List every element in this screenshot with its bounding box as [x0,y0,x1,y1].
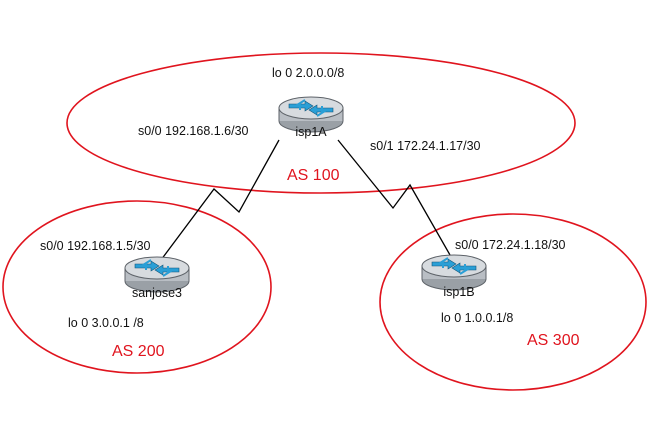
interface-label-isp1A-s01: s0/1 172.24.1.17/30 [370,139,481,153]
loopback-label-isp1B: lo 0 1.0.0.1/8 [441,311,513,325]
link-isp1A-sanjose3 [154,139,280,269]
as100-label: AS 100 [287,167,340,184]
router-isp1B[interactable] [421,254,487,291]
interface-label-isp1B-s00: s0/0 172.24.1.18/30 [455,238,566,252]
interface-label-isp1A-s00: s0/0 192.168.1.6/30 [138,124,249,138]
router-name-isp1B: isp1B [443,285,474,299]
as200-boundary [2,200,272,374]
as300-boundary [379,213,647,391]
as200-label: AS 200 [112,343,165,360]
router-icon [421,254,487,291]
link-isp1A-isp1B [337,139,451,256]
router-icon [124,256,190,293]
router-isp1A[interactable] [278,96,344,133]
router-name-isp1A: isp1A [295,125,327,139]
as100-boundary [66,52,576,194]
loopback-label-sanjose3: lo 0 3.0.0.1 /8 [68,316,144,330]
interface-label-sanjose3-s00: s0/0 192.168.1.5/30 [40,239,151,253]
router-icon [278,96,344,133]
router-sanjose3[interactable] [124,256,190,293]
loopback-label-isp1A: lo 0 2.0.0.0/8 [272,66,344,80]
as300-label: AS 300 [527,332,580,349]
router-name-sanjose3: sanjose3 [132,286,182,300]
